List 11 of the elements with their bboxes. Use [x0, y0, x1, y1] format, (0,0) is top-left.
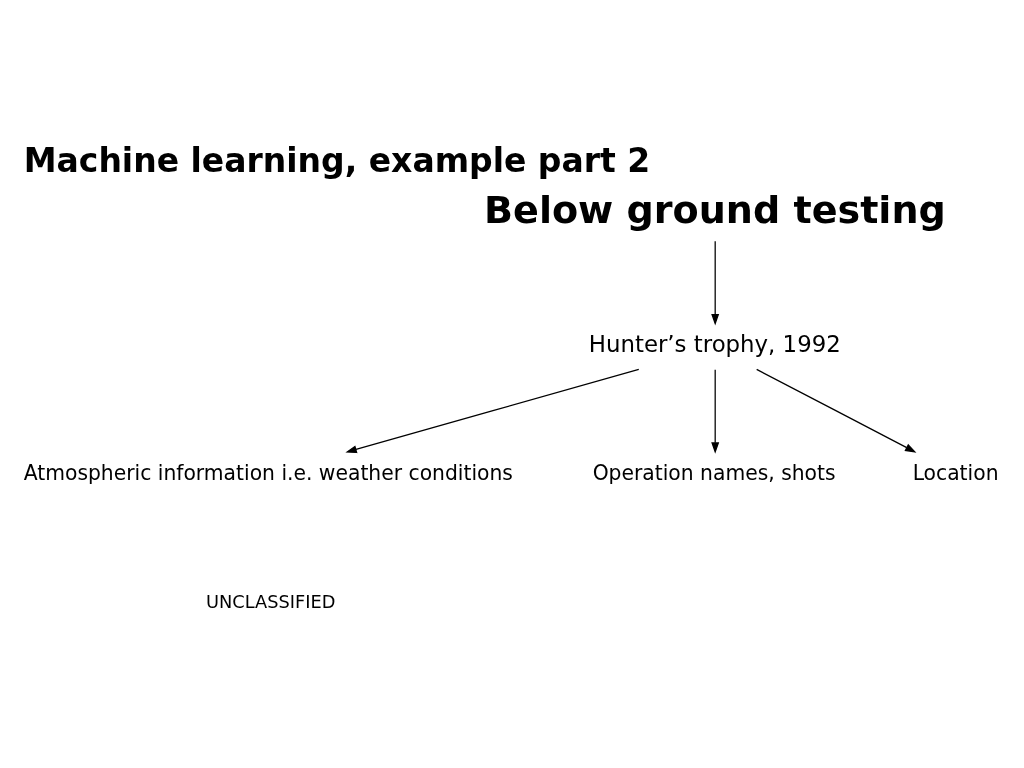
- arrow: [711, 240, 720, 326]
- node-text: Operation names, shots: [592, 460, 836, 485]
- arrow: [711, 369, 720, 454]
- node-text: Below ground testing: [484, 188, 946, 233]
- node-text: Location: [912, 460, 999, 485]
- node-text: Atmospheric information i.e. weather conditions: [23, 460, 513, 485]
- label: UNCLASSIFIED: [206, 591, 336, 612]
- arrow: [756, 368, 917, 453]
- diagram-title: Machine learning, example part 2: [23, 141, 651, 181]
- node-text: Hunter’s trophy, 1992: [588, 331, 841, 358]
- arrow: [345, 368, 640, 454]
